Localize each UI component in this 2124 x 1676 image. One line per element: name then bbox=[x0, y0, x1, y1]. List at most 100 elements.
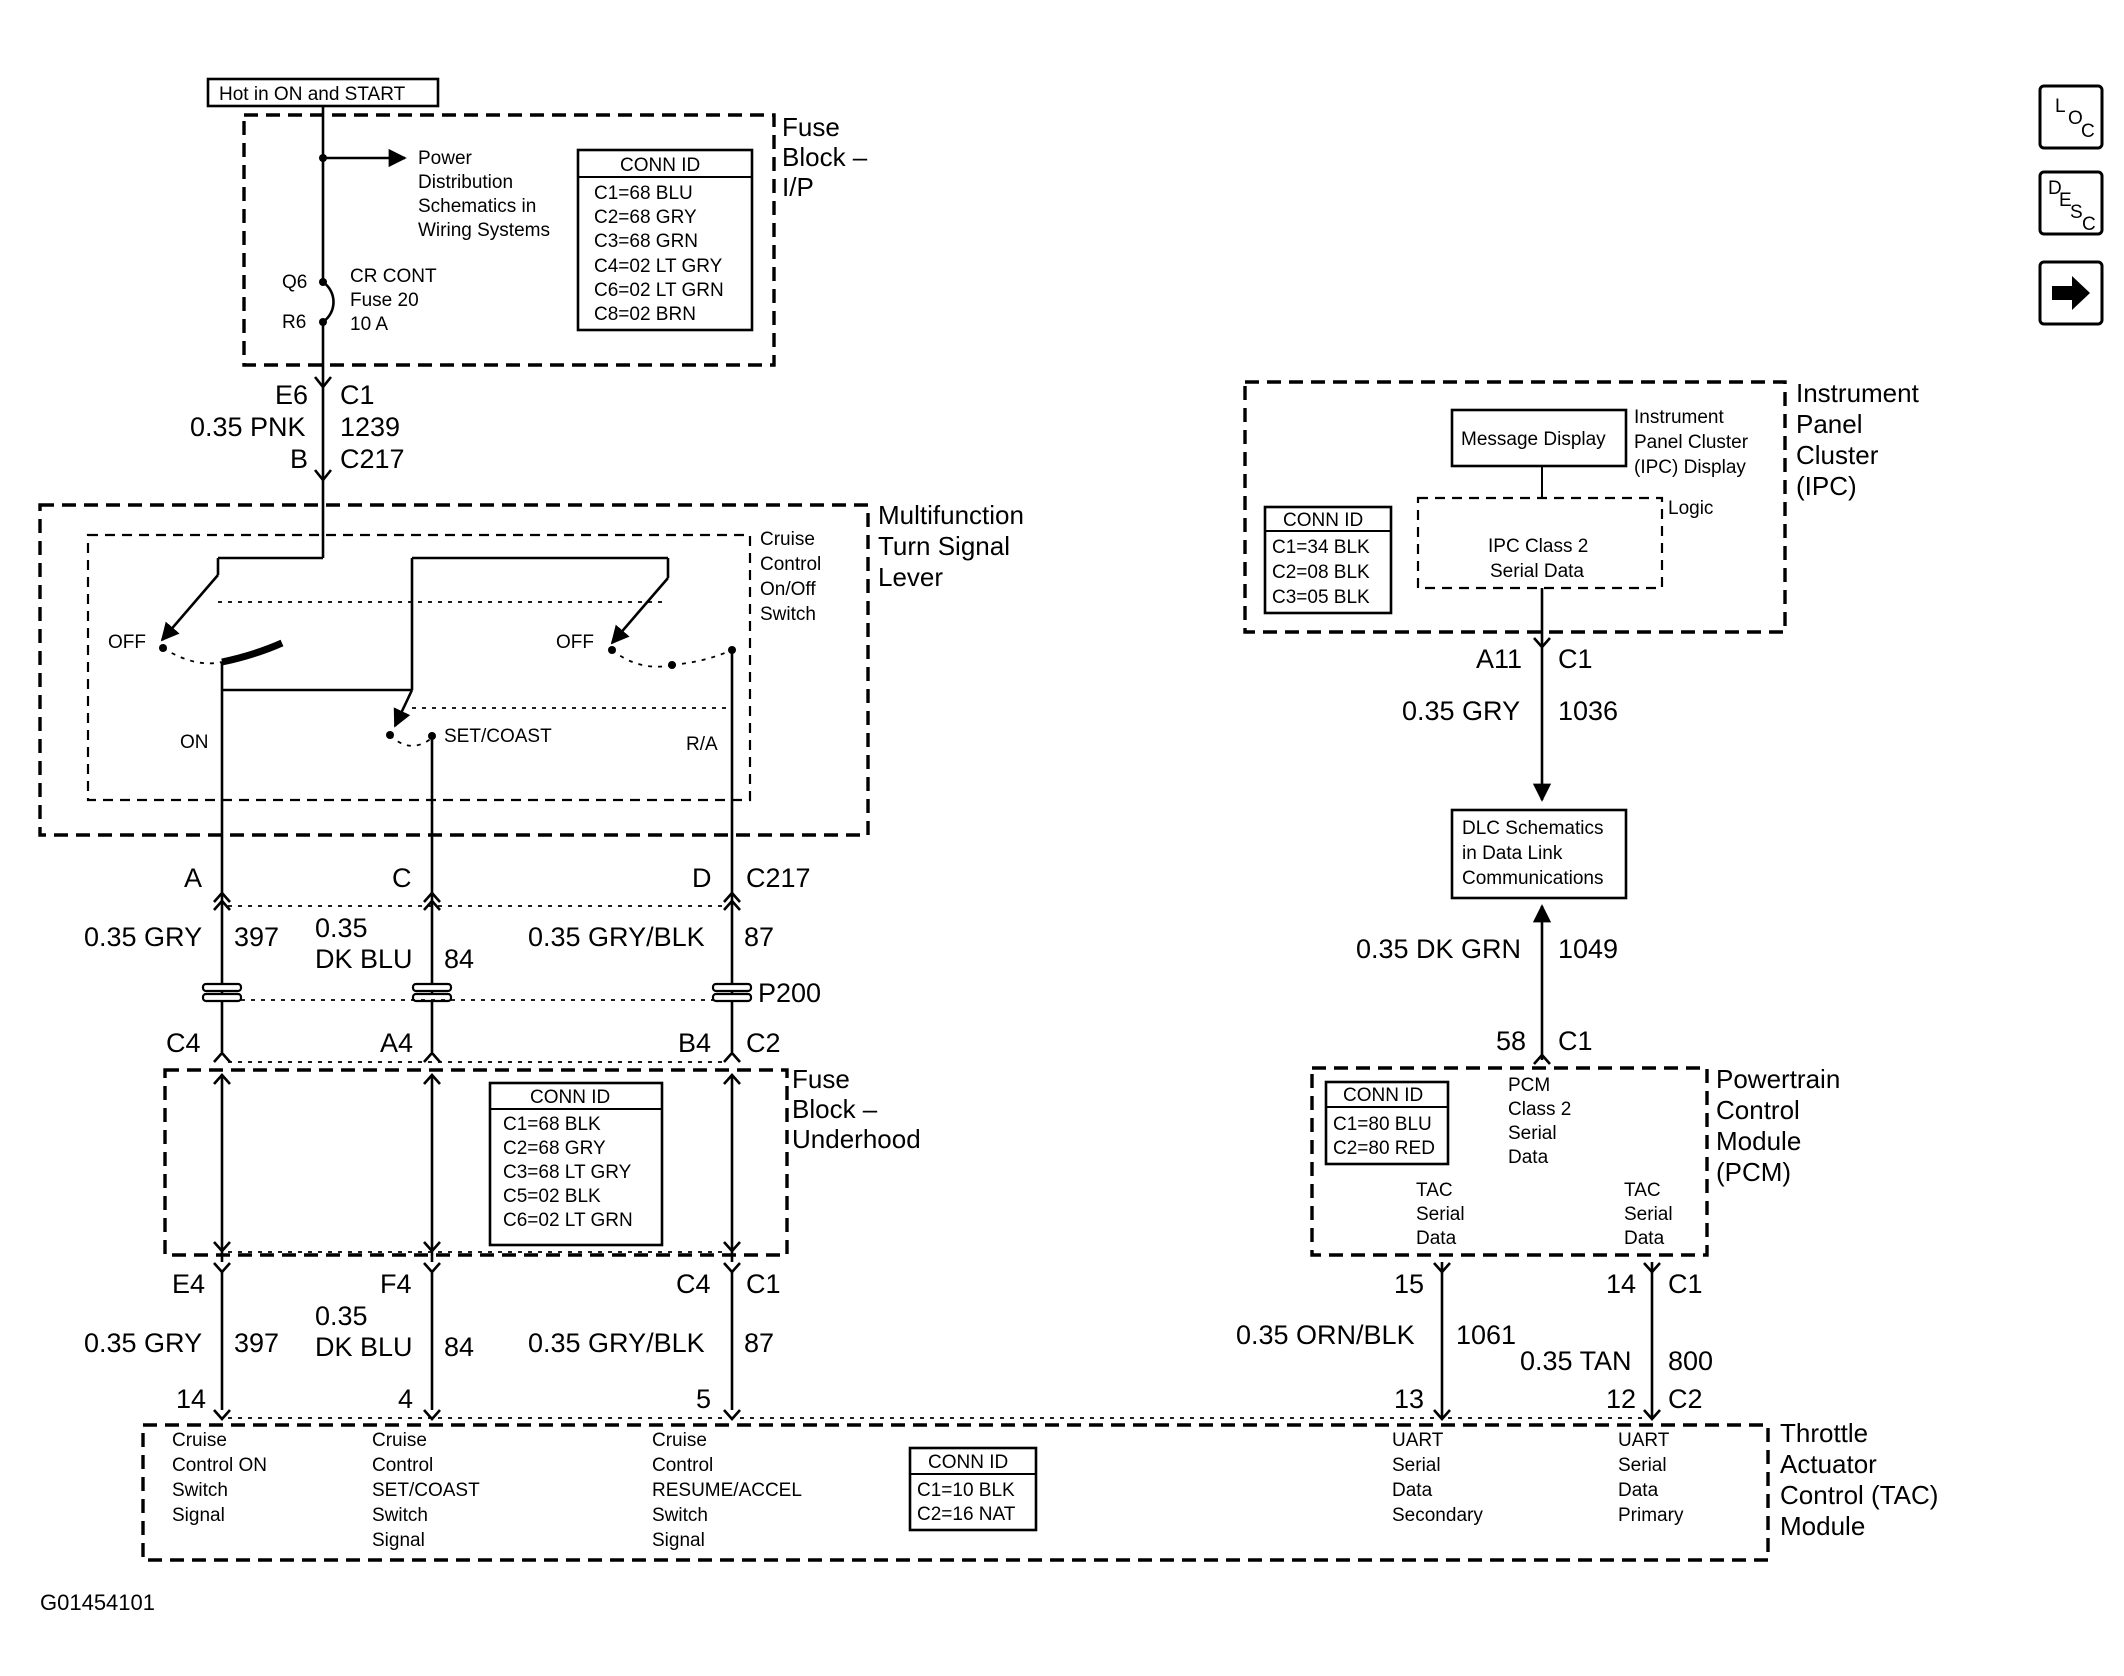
svg-text:Cruise: Cruise bbox=[172, 1430, 227, 1451]
svg-text:Serial: Serial bbox=[1416, 1204, 1465, 1225]
svg-text:DLC Schematics: DLC Schematics bbox=[1462, 818, 1604, 839]
desc-letter-e: E bbox=[2059, 190, 2072, 211]
svg-text:C1=68 BLU: C1=68 BLU bbox=[594, 183, 693, 204]
svg-text:1049: 1049 bbox=[1558, 934, 1618, 964]
tac-title-1: Throttle bbox=[1780, 1418, 1868, 1448]
wires-pcm-tac: 15 14 C1 0.35 ORN/BLK 1061 0.35 TAN 800 … bbox=[740, 1262, 1713, 1421]
svg-text:PCM: PCM bbox=[1508, 1075, 1550, 1096]
svg-text:C1=34 BLK: C1=34 BLK bbox=[1272, 537, 1370, 558]
svg-text:Control: Control bbox=[652, 1455, 713, 1476]
svg-text:1036: 1036 bbox=[1558, 696, 1618, 726]
svg-text:Data: Data bbox=[1392, 1480, 1433, 1501]
pcm-title-2: Control bbox=[1716, 1095, 1800, 1125]
svg-text:CONN ID: CONN ID bbox=[1283, 510, 1363, 531]
tac-pin-5: 5 bbox=[696, 1384, 711, 1414]
off-right-label: OFF bbox=[556, 632, 594, 653]
fuse-label-2: Fuse 20 bbox=[350, 290, 419, 311]
loc-letter-o: O bbox=[2068, 108, 2083, 129]
svg-text:C5=02 BLK: C5=02 BLK bbox=[503, 1186, 601, 1207]
switch-label-1: Cruise bbox=[760, 529, 815, 550]
wire-87-lower-circuit: 87 bbox=[744, 1328, 774, 1358]
svg-text:14: 14 bbox=[1606, 1269, 1636, 1299]
wire-84-color-1: 0.35 bbox=[315, 913, 368, 943]
tac-title-4: Module bbox=[1780, 1511, 1865, 1541]
wire-397-lower-circuit: 397 bbox=[234, 1328, 279, 1358]
multifunction-title-2: Turn Signal bbox=[878, 531, 1010, 561]
svg-text:C2=16 NAT: C2=16 NAT bbox=[917, 1504, 1016, 1525]
svg-text:Instrument: Instrument bbox=[1634, 407, 1724, 428]
svg-text:1061: 1061 bbox=[1456, 1320, 1516, 1350]
svg-text:C6=02 LT GRN: C6=02 LT GRN bbox=[594, 280, 724, 301]
power-dist-line-1: Power bbox=[418, 148, 473, 169]
svg-text:TAC: TAC bbox=[1416, 1180, 1453, 1201]
svg-text:Communications: Communications bbox=[1462, 868, 1604, 889]
svg-text:Cruise: Cruise bbox=[372, 1430, 427, 1451]
svg-text:P200: P200 bbox=[758, 978, 821, 1008]
pcm-title-4: (PCM) bbox=[1716, 1157, 1791, 1187]
svg-text:Primary: Primary bbox=[1618, 1505, 1684, 1526]
arrow-right-icon bbox=[2052, 276, 2090, 310]
svg-text:Serial Data: Serial Data bbox=[1490, 561, 1584, 582]
underhood-title-3: Underhood bbox=[792, 1124, 921, 1154]
svg-text:C8=02 BRN: C8=02 BRN bbox=[594, 304, 696, 325]
svg-text:IPC Class 2: IPC Class 2 bbox=[1488, 536, 1588, 557]
svg-text:Data: Data bbox=[1618, 1480, 1659, 1501]
ipc-title-1: Instrument bbox=[1796, 378, 1920, 408]
wire-1049: 0.35 DK GRN 1049 58 C1 bbox=[1356, 904, 1618, 1065]
desc-letter-s: S bbox=[2070, 202, 2083, 223]
multifunction-title-1: Multifunction bbox=[878, 500, 1024, 530]
wire-397-lower-color: 0.35 GRY bbox=[84, 1328, 202, 1358]
svg-text:B4: B4 bbox=[678, 1028, 711, 1058]
nav-next-button[interactable] bbox=[2038, 260, 2104, 326]
conn-id-table-ipc: CONN ID C1=34 BLK C2=08 BLK C3=05 BLK bbox=[1263, 505, 1393, 615]
nav-loc-button[interactable]: L O C bbox=[2038, 84, 2104, 150]
nav-desc-button[interactable]: D E S C bbox=[2038, 170, 2104, 236]
svg-text:CONN ID: CONN ID bbox=[620, 155, 700, 176]
tac-title-2: Actuator bbox=[1780, 1449, 1877, 1479]
svg-text:C1=68 BLK: C1=68 BLK bbox=[503, 1114, 601, 1135]
power-dist-line-2: Distribution bbox=[418, 172, 513, 193]
wire-87-lower-color: 0.35 GRY/BLK bbox=[528, 1328, 705, 1358]
fuse-label-1: CR CONT bbox=[350, 266, 437, 287]
svg-text:C2=68 GRY: C2=68 GRY bbox=[503, 1138, 606, 1159]
svg-text:Switch: Switch bbox=[172, 1480, 228, 1501]
connector-c1-pins: E4 F4 C4 C1 bbox=[172, 1262, 781, 1299]
svg-text:58: 58 bbox=[1496, 1026, 1526, 1056]
figure-id: G01454101 bbox=[40, 1590, 155, 1615]
conn-id-table-ip: CONN ID C1=68 BLU C2=68 GRY C3=68 GRN C4… bbox=[576, 148, 754, 332]
svg-text:Cruise: Cruise bbox=[652, 1430, 707, 1451]
conn-id-table-tac: CONN ID C1=10 BLK C2=16 NAT bbox=[908, 1446, 1038, 1532]
ipc-title-4: (IPC) bbox=[1796, 471, 1857, 501]
svg-text:SET/COAST: SET/COAST bbox=[372, 1480, 480, 1501]
set-coast-label: SET/COAST bbox=[444, 726, 552, 747]
svg-text:Switch: Switch bbox=[372, 1505, 428, 1526]
svg-text:Data: Data bbox=[1508, 1147, 1549, 1168]
svg-text:(IPC) Display: (IPC) Display bbox=[1634, 457, 1746, 478]
svg-text:C1: C1 bbox=[746, 1269, 781, 1299]
pcm-title-1: Powertrain bbox=[1716, 1064, 1840, 1094]
svg-text:A4: A4 bbox=[380, 1028, 413, 1058]
svg-text:Serial: Serial bbox=[1624, 1204, 1673, 1225]
switch-label-3: On/Off bbox=[760, 579, 816, 600]
wire-397-color: 0.35 GRY bbox=[84, 922, 202, 952]
svg-text:RESUME/ACCEL: RESUME/ACCEL bbox=[652, 1480, 802, 1501]
multifunction-title-3: Lever bbox=[878, 562, 943, 592]
wires-lower: 0.35 GRY 397 0.35 DK BLU 84 0.35 GRY/BLK… bbox=[84, 1272, 774, 1421]
svg-text:C4: C4 bbox=[676, 1269, 711, 1299]
svg-text:Control: Control bbox=[372, 1455, 433, 1476]
svg-text:Logic: Logic bbox=[1668, 498, 1713, 519]
wire-84-lower-color-1: 0.35 bbox=[315, 1301, 368, 1331]
power-dist-line-3: Schematics in bbox=[418, 196, 536, 217]
svg-text:UART: UART bbox=[1618, 1430, 1670, 1451]
svg-text:A11: A11 bbox=[1476, 644, 1522, 674]
svg-text:TAC: TAC bbox=[1624, 1180, 1661, 1201]
splice-p200: P200 bbox=[201, 978, 821, 1008]
svg-text:Panel Cluster: Panel Cluster bbox=[1634, 432, 1749, 453]
svg-text:0.35 DK GRN: 0.35 DK GRN bbox=[1356, 934, 1521, 964]
tac-pin-14: 14 bbox=[176, 1384, 206, 1414]
svg-text:C1=10 BLK: C1=10 BLK bbox=[917, 1480, 1015, 1501]
connector-c2-pins: C4 A4 B4 C2 bbox=[166, 1028, 781, 1063]
svg-text:Serial: Serial bbox=[1392, 1455, 1441, 1476]
svg-text:Class 2: Class 2 bbox=[1508, 1099, 1571, 1120]
